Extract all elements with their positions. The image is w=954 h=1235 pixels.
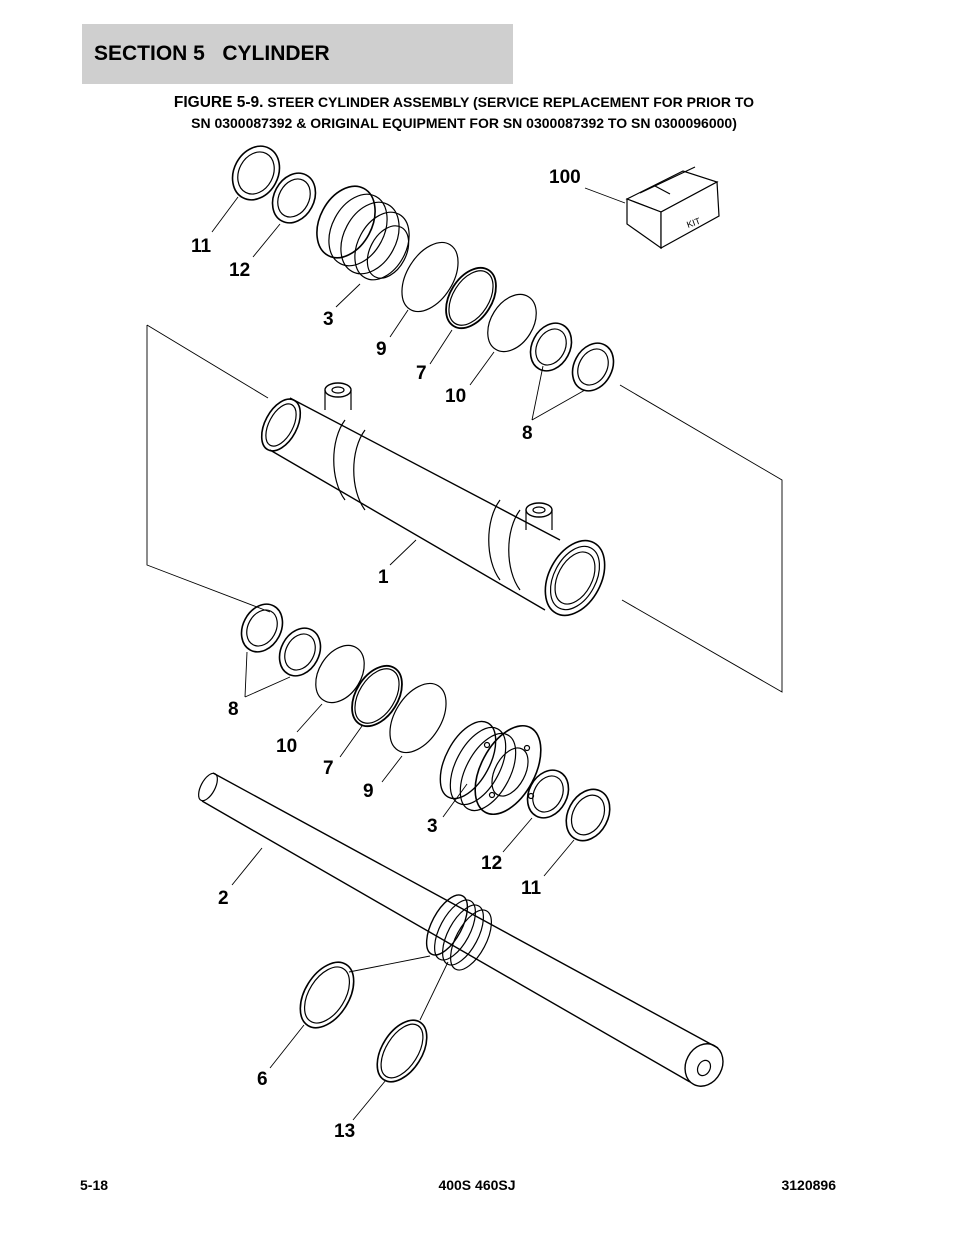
piston [425, 894, 492, 971]
model-name: 400S 460SJ [438, 1177, 516, 1193]
callout-7-top: 7 [416, 363, 427, 384]
caption-line-2: SN 0300087392 & ORIGINAL EQUIPMENT FOR S… [191, 115, 737, 131]
part-12-top [271, 172, 317, 224]
kit-box: KIT [625, 166, 720, 250]
callout-100: 100 [549, 167, 581, 188]
callouts: 100 11 12 3 9 7 10 8 1 8 10 7 9 3 12 11 … [191, 167, 581, 1142]
caption-text-1: STEER CYLINDER ASSEMBLY (SERVICE REPLACE… [267, 94, 755, 110]
callout-9-bottom: 9 [363, 781, 374, 802]
callout-3-bottom: 3 [427, 816, 438, 837]
callout-11-top: 11 [191, 236, 212, 257]
barrel-port-top [324, 382, 352, 410]
callout-1: 1 [378, 567, 389, 588]
part-7-top [445, 266, 497, 330]
barrel-port-bottom [525, 502, 553, 530]
callout-10-bottom: 10 [276, 736, 297, 757]
part-12-bot [526, 769, 570, 819]
part-10-bot [315, 644, 365, 704]
part-1-barrel [260, 382, 606, 617]
callout-12-bottom: 12 [481, 853, 502, 874]
section-title: SECTION 5 CYLINDER [94, 42, 330, 65]
part-10-top [487, 293, 537, 353]
callout-9-top: 9 [376, 339, 387, 360]
section-header-box: SECTION 5 CYLINDER [82, 24, 513, 84]
callout-7-bottom: 7 [323, 758, 334, 779]
callout-10-top: 10 [445, 386, 466, 407]
part-6-ring [299, 961, 355, 1029]
callout-6: 6 [257, 1069, 268, 1090]
figure-label: FIGURE 5-9. [173, 94, 264, 111]
callout-2: 2 [218, 888, 229, 909]
part-8-bot-b [278, 627, 322, 677]
part-8-top-b [571, 342, 615, 392]
leader-lines [211, 187, 626, 1121]
callout-12-top: 12 [229, 260, 250, 281]
part-3-top-head [316, 185, 410, 281]
callout-3-top: 3 [323, 309, 334, 330]
part-2-rod [198, 772, 724, 1087]
caption-line-1: FIGURE 5-9. STEER CYLINDER ASSEMBLY (SER… [80, 92, 848, 113]
kit-box-label: KIT [685, 216, 702, 230]
part-8-top-a [529, 322, 573, 372]
part-11-bot [565, 788, 611, 842]
callout-13: 13 [334, 1121, 355, 1142]
part-9-top [401, 241, 459, 313]
part-8-bot-a [240, 603, 284, 653]
part-13-ring [376, 1019, 428, 1083]
callout-8-bottom: 8 [228, 699, 239, 720]
callout-8-top: 8 [522, 423, 533, 444]
callout-11-bottom: 11 [521, 878, 542, 899]
part-3-bot-head [439, 720, 542, 816]
part-9-bot [389, 682, 447, 754]
page-number: 5-18 [80, 1177, 109, 1193]
figure-caption: FIGURE 5-9. STEER CYLINDER ASSEMBLY (SER… [80, 92, 848, 133]
document-number: 3120896 [781, 1177, 836, 1193]
part-11-top [231, 145, 281, 201]
part-7-bot [351, 664, 403, 728]
